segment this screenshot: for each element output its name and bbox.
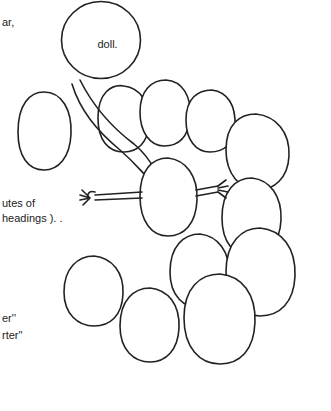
- text-fragment: rter'': [2, 329, 23, 341]
- text-fragment: utes of: [2, 197, 35, 209]
- text-fragment: headings ). .: [2, 212, 63, 224]
- balloon-text: doll.: [97, 38, 117, 50]
- speech-balloon: doll.: [60, 0, 142, 80]
- text-fragment: ar,: [2, 16, 14, 28]
- text-fragment: er'': [2, 312, 16, 324]
